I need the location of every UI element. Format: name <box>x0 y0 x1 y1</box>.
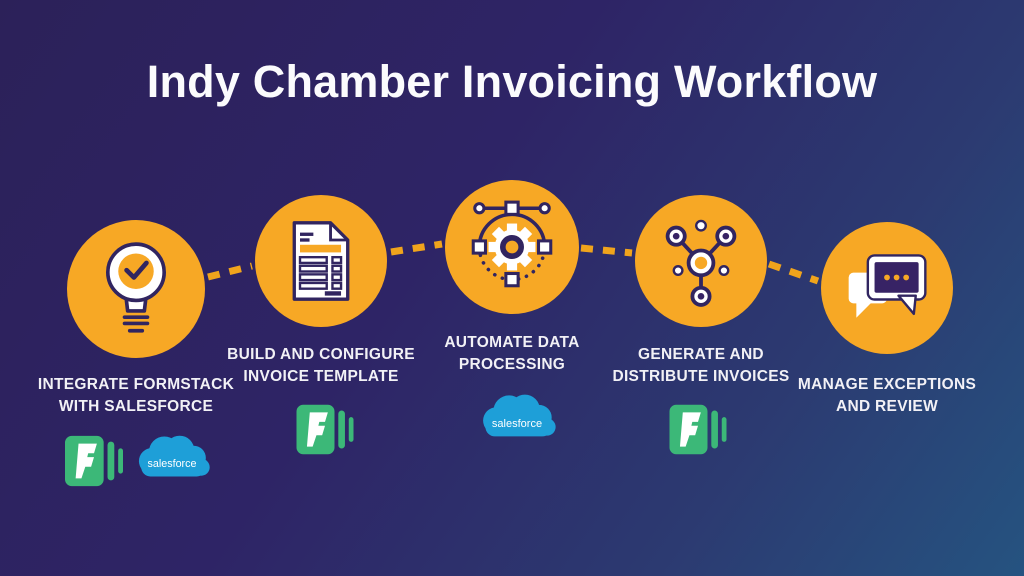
connector-dotted-line <box>390 240 443 256</box>
page-title: Indy Chamber Invoicing Workflow <box>146 56 878 107</box>
formstack-logo <box>65 435 123 487</box>
invoice-document-icon <box>292 221 350 301</box>
network-distribute-icon <box>665 219 737 307</box>
chat-bubbles-icon <box>848 254 927 318</box>
step-2-label: BUILD AND CONFIGURE INVOICE TEMPLATE <box>227 346 415 385</box>
step-1-circle <box>67 220 205 358</box>
step-4-circle <box>635 195 767 327</box>
connector-dotted-line <box>767 260 820 285</box>
salesforce-wordmark: salesforce <box>148 458 197 470</box>
formstack-logo <box>669 404 727 455</box>
step-3-label: AUTOMATE DATA PROCESSING <box>444 334 580 373</box>
step-5-label: MANAGE EXCEPTIONS AND REVIEW <box>797 376 977 415</box>
step-4-label: GENERATE AND DISTRIBUTE INVOICES <box>612 346 790 385</box>
formstack-logo <box>296 404 354 455</box>
salesforce-wordmark: salesforce <box>492 418 542 430</box>
step-3-circle <box>445 180 579 314</box>
step-1-label: INTEGRATE FORMSTACK WITH SALESFORCE <box>37 376 235 415</box>
connector-dotted-line <box>580 244 633 257</box>
salesforce-logo: salesforce <box>138 435 210 477</box>
step-2-circle <box>255 195 387 327</box>
lightbulb-check-icon <box>106 242 166 333</box>
step-5-circle <box>821 222 953 354</box>
salesforce-logo: salesforce <box>483 394 556 437</box>
connector-dotted-line <box>207 262 253 281</box>
gear-bezier-icon <box>471 200 553 288</box>
